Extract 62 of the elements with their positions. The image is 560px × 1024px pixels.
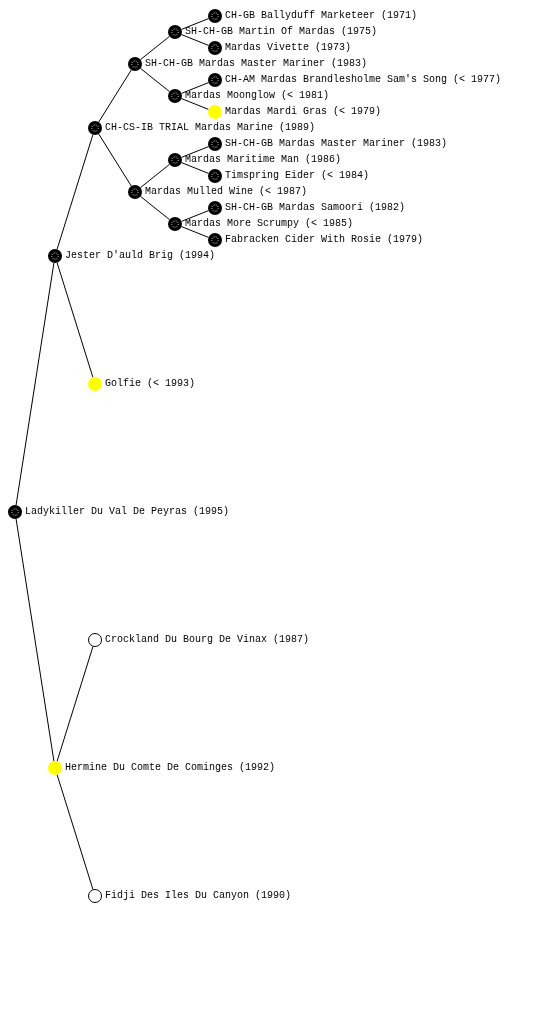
name-label: CH-AM Mardas Brandlesholme Sam's Song (< 1977)	[225, 75, 502, 85]
connector-line	[98, 69, 132, 123]
filled-circle	[208, 41, 222, 55]
name-label: Timspring Eider (< 1984)	[225, 171, 370, 181]
connector-line	[56, 646, 94, 762]
filled-circle	[88, 377, 102, 391]
filled-circle	[128, 57, 142, 71]
filled-circle	[48, 249, 62, 263]
filled-circle	[208, 9, 222, 23]
name-label: Mardas Mardi Gras (< 1979)	[225, 107, 382, 117]
filled-circle	[208, 105, 222, 119]
filled-circle	[208, 233, 222, 247]
connector-line	[15, 262, 55, 506]
connector-line	[181, 82, 209, 94]
filled-circle	[88, 121, 102, 135]
connector-line	[181, 162, 209, 174]
connector-line	[98, 133, 132, 187]
name-label: CH-GB Ballyduff Marketeer (1971)	[225, 11, 418, 21]
name-label: Jester D'auld Brig (1994)	[65, 251, 216, 261]
filled-circle	[8, 505, 22, 519]
open-circle	[88, 633, 102, 647]
filled-circle	[168, 153, 182, 167]
name-label: Mardas More Scrumpy (< 1985)	[185, 219, 354, 229]
name-label: Crockland Du Bourg De Vinax (1987)	[105, 635, 310, 645]
filled-circle	[208, 137, 222, 151]
name-label: SH-CH-GB Mardas Samoori (1982)	[225, 203, 406, 213]
connector-line	[139, 163, 171, 189]
filled-circle	[168, 25, 182, 39]
name-label: Fidji Des Iles Du Canyon (1990)	[105, 891, 292, 901]
connector-line	[139, 35, 171, 61]
name-label: Mardas Mulled Wine (< 1987)	[145, 187, 308, 197]
connector-line	[56, 134, 94, 250]
name-label: Fabracken Cider With Rosie (1979)	[225, 235, 424, 245]
name-label: Golfie (< 1993)	[105, 379, 195, 389]
name-label: Mardas Vivette (1973)	[225, 43, 352, 53]
filled-circle	[48, 761, 62, 775]
connector-line	[181, 34, 209, 46]
name-label: SH-CH-GB Mardas Master Mariner (1983)	[225, 139, 448, 149]
name-label: SH-CH-GB Martin Of Mardas (1975)	[185, 27, 378, 37]
filled-circle	[208, 169, 222, 183]
connector-line	[181, 226, 209, 238]
connector-line	[15, 518, 55, 762]
connector-line	[181, 210, 209, 222]
filled-circle	[168, 217, 182, 231]
filled-circle	[128, 185, 142, 199]
filled-circle	[168, 89, 182, 103]
name-label: Hermine Du Comte De Cominges (1992)	[65, 763, 276, 773]
filled-circle	[208, 73, 222, 87]
open-circle	[88, 889, 102, 903]
connector-line	[56, 262, 94, 378]
connector-line	[181, 146, 209, 158]
name-label: CH-CS-IB TRIAL Mardas Marine (1989)	[105, 123, 316, 133]
connector-line	[139, 67, 171, 93]
connector-line	[181, 18, 209, 30]
connector-line	[181, 98, 209, 110]
connector-line	[56, 774, 94, 890]
name-label: SH-CH-GB Mardas Master Mariner (1983)	[145, 59, 368, 69]
name-label: Mardas Maritime Man (1986)	[185, 155, 342, 165]
connector-line	[139, 195, 171, 221]
name-label: Mardas Moonglow (< 1981)	[185, 91, 330, 101]
filled-circle	[208, 201, 222, 215]
name-label: Ladykiller Du Val De Peyras (1995)	[25, 507, 230, 517]
